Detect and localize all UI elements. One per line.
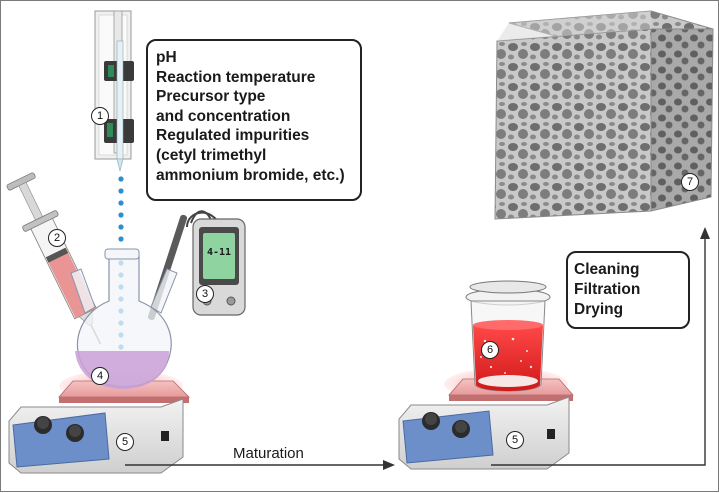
parameters-box: pH Reaction temperature Precursor type a… bbox=[146, 39, 362, 201]
param-ph: pH bbox=[156, 49, 177, 66]
maturation-label: Maturation bbox=[233, 445, 304, 462]
marker-ph-meter: 3 bbox=[196, 285, 214, 303]
marker-syringe: 2 bbox=[48, 229, 66, 247]
marker-hotplate-left: 5 bbox=[116, 433, 134, 451]
step-filtration: Filtration bbox=[574, 281, 641, 298]
marker-foam: 7 bbox=[681, 173, 699, 191]
burette bbox=[94, 10, 134, 172]
three-neck-flask bbox=[70, 248, 178, 389]
step-cleaning: Cleaning bbox=[574, 261, 640, 278]
beaker bbox=[465, 280, 551, 392]
marker-burette: 1 bbox=[91, 107, 109, 125]
marker-beaker: 6 bbox=[481, 341, 499, 359]
ph-meter-display: 4-11 bbox=[206, 247, 232, 258]
post-processing-box: Cleaning Filtration Drying bbox=[566, 251, 690, 329]
param-ctab-2: ammonium bromide, etc.) bbox=[156, 166, 345, 184]
param-precursor-type: Precursor type bbox=[156, 88, 266, 106]
porous-foam-cube bbox=[494, 10, 714, 220]
param-temperature: Reaction temperature bbox=[156, 68, 316, 86]
param-ctab-1: (cetyl trimethyl bbox=[156, 146, 267, 164]
marker-hotplate-right: 5 bbox=[506, 431, 524, 449]
param-concentration: and concentration bbox=[156, 107, 291, 125]
param-impurities: Regulated impurities bbox=[156, 127, 310, 145]
step-drying: Drying bbox=[574, 301, 624, 318]
process-arrows bbox=[125, 227, 710, 470]
hotplate-left bbox=[8, 370, 190, 474]
marker-flask: 4 bbox=[91, 367, 109, 385]
